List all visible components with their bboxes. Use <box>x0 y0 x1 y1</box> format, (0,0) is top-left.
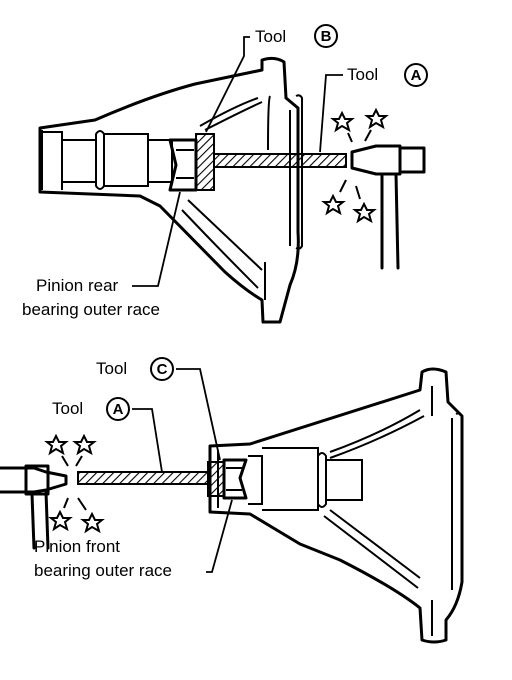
top-race-label-line2: bearing outer race <box>22 300 160 319</box>
bottom-tool-a-letter: A <box>113 401 124 418</box>
bottom-tool-c-drift <box>207 461 225 497</box>
bottom-tool-c-letter: C <box>157 361 168 378</box>
bottom-pinion-front-outer-race <box>222 458 248 500</box>
top-impact-stars <box>321 107 389 224</box>
top-tool-a-label: Tool <box>347 65 378 84</box>
top-race-callout: Pinion rear bearing outer race <box>22 191 181 319</box>
top-tool-a-callout: Tool A <box>319 63 428 153</box>
top-race-label-line1: Pinion rear <box>36 276 119 295</box>
top-tool-b-drift <box>195 133 215 191</box>
top-pinion-rear-outer-race <box>168 138 198 192</box>
bottom-tool-c-label: Tool <box>96 359 127 378</box>
top-tool-b-callout: Tool B <box>205 24 338 133</box>
bottom-impact-stars <box>44 433 105 534</box>
bottom-tool-a-rod <box>77 471 209 485</box>
top-tool-b-label: Tool <box>255 27 286 46</box>
top-hammer <box>350 144 426 270</box>
top-tool-a-rod <box>213 153 347 168</box>
bottom-race-label-line2: bearing outer race <box>34 561 172 580</box>
top-tool-b-letter: B <box>321 28 332 45</box>
bottom-race-label-line1: Pinion front <box>34 537 120 556</box>
bottom-figure: Tool C Tool A Pinion front bearing outer… <box>0 357 464 644</box>
bottom-gear-carrier-housing <box>208 367 464 644</box>
top-figure: Tool B Tool A Pinion rear bearing outer … <box>22 24 428 324</box>
bottom-tool-a-callout: Tool A <box>52 397 163 473</box>
bottom-tool-a-label: Tool <box>52 399 83 418</box>
bottom-tool-c-callout: Tool C <box>96 357 221 461</box>
top-gear-carrier-housing <box>38 56 303 324</box>
bottom-hammer <box>0 464 68 550</box>
top-tool-a-letter: A <box>411 67 422 84</box>
bottom-race-callout: Pinion front bearing outer race <box>34 499 233 580</box>
